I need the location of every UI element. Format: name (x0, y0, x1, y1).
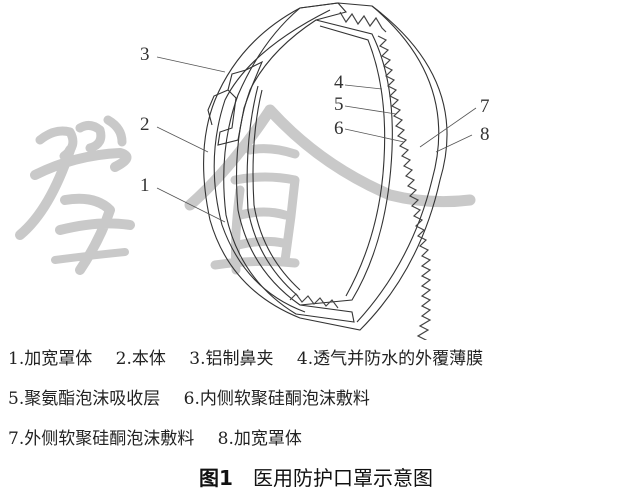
watermark (15, 104, 476, 275)
callout-8: 8 (480, 124, 490, 145)
legend-item-2: 2.本体 (115, 349, 166, 369)
callout-1: 1 (140, 175, 150, 196)
legend-item-8: 8.加宽罩体 (217, 429, 302, 449)
callout-5: 5 (334, 94, 344, 115)
foam-zigzag (339, 11, 432, 347)
callout-3: 3 (140, 44, 150, 65)
legend-item-5: 5.聚氨酯泡沫吸收层 (8, 389, 161, 409)
mask-outline (203, 2, 448, 347)
legend-item-7: 7.外侧软聚硅酮泡沫敷料 (8, 429, 195, 449)
leader-lines (156, 56, 477, 223)
mask-diagram: 3 2 1 4 5 6 7 8 (15, 2, 490, 347)
legend-item-6: 6.内侧软聚硅酮泡沫敷料 (183, 389, 370, 409)
legend-item-3: 3.铝制鼻夹 (189, 349, 274, 369)
callout-7: 7 (480, 96, 490, 117)
callout-2: 2 (140, 114, 150, 135)
mask-drawing (15, 2, 477, 347)
callout-6: 6 (334, 118, 344, 139)
figure-caption: 图1 医用防护口罩示意图 (0, 462, 632, 491)
legend-row-1: 1.加宽罩体 2.本体 3.铝制鼻夹 4.透气并防水的外覆薄膜 (8, 344, 501, 369)
legend-item-4: 4.透气并防水的外覆薄膜 (296, 349, 484, 369)
figure-number: 图1 (199, 466, 233, 490)
legend-row-3: 7.外侧软聚硅酮泡沫敷料 8.加宽罩体 (8, 424, 320, 449)
legend-row-2: 5.聚氨酯泡沫吸收层 6.内侧软聚硅酮泡沫敷料 (8, 384, 388, 409)
figure-title: 医用防护口罩示意图 (252, 466, 433, 490)
callout-4: 4 (334, 72, 344, 93)
legend-item-1: 1.加宽罩体 (8, 349, 93, 369)
